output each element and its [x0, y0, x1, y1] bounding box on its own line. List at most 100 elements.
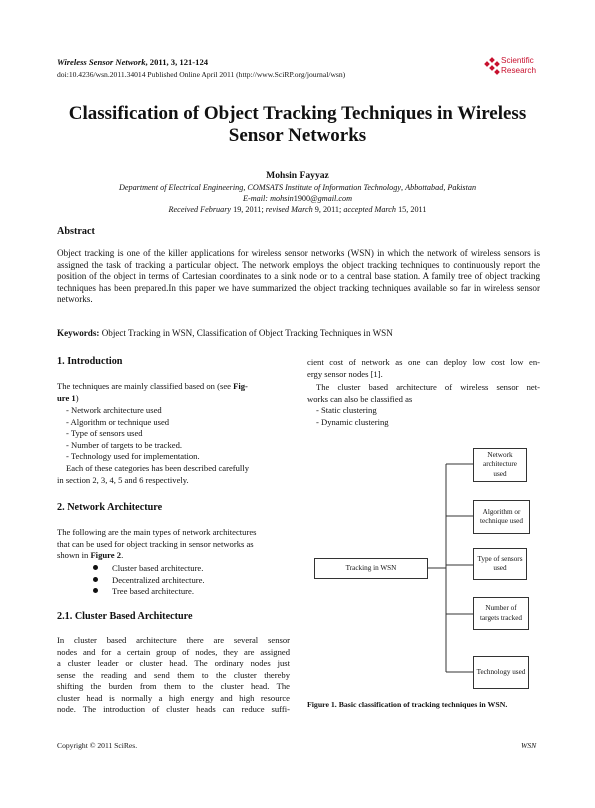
section-1-paragraph-1b: ure 1): [57, 393, 79, 405]
list-item: - Technology used for implementation.: [66, 451, 200, 462]
accepted-label: accepted March: [343, 205, 397, 214]
s2-line-2: that can be used for object tracking in …: [57, 538, 254, 549]
email-suffix: @gmail.com: [310, 194, 352, 203]
section-2-1-heading: 2.1. Cluster Based Architecture: [57, 611, 193, 622]
s2-line-3: shown in Figure 2.: [57, 550, 290, 562]
node-label: Technology used: [476, 667, 526, 676]
list-item: - Dynamic clustering: [316, 416, 389, 427]
revised-value: 9, 2011;: [312, 205, 344, 214]
cont-line-1: cient cost of network as one can deploy …: [307, 357, 540, 367]
list-item: - Static clustering: [316, 405, 377, 415]
node-label: Algorithm or technique used: [480, 507, 523, 525]
s21-line: nodes and for a certain group of nodes, …: [57, 646, 290, 657]
section-2-paragraph: The following are the main types of netw…: [57, 527, 290, 562]
s2-fig-ref: Figure 2: [90, 550, 122, 560]
section-1-heading: 1. Introduction: [57, 356, 123, 367]
email-prefix: E-mail: mohsin: [243, 194, 294, 203]
node-label: Type of sensors used: [477, 554, 523, 572]
s21-line: In cluster based architecture there are …: [57, 635, 290, 645]
author-name: Mohsin Fayyaz: [266, 170, 329, 181]
diagram-node-network: Network architecture used: [473, 448, 527, 482]
s1-text: The techniques are mainly classified bas…: [57, 381, 234, 391]
s21-line: cluster head is normally a high energy a…: [57, 692, 290, 703]
affiliation-country: , Pakistan: [443, 183, 477, 192]
doi-line: doi:10.4236/wsn.2011.34014 Published Onl…: [57, 70, 346, 79]
footer-journal-abbr: WSN: [521, 741, 537, 750]
s2-line-1: The following are the main types of netw…: [57, 527, 257, 537]
received-label: Received February: [168, 205, 232, 214]
abstract-heading: Abstract: [57, 226, 95, 237]
logo-line-2: Research: [501, 66, 537, 75]
bullet-item: Cluster based architecture.: [93, 563, 205, 575]
bullet-item: Tree based architecture.: [93, 586, 205, 598]
list-item: - Number of targets to be tracked.: [66, 439, 183, 450]
node-label: Network architecture used: [483, 450, 517, 478]
figure-1-caption: Figure 1. Basic classification of tracki…: [307, 700, 508, 709]
section-1-paragraph-1: The techniques are mainly classified bas…: [57, 381, 290, 393]
s21-line: a cluster leader or cluster head. The or…: [57, 658, 290, 668]
s21-line: sense the reading and send them to the c…: [57, 669, 290, 680]
diagram-node-targets: Number of targets tracked: [473, 597, 529, 630]
journal-name: Wireless Sensor Network: [57, 57, 146, 67]
section-2-1-paragraph: In cluster based architecture there are …: [57, 635, 290, 716]
diagram-node-algorithm: Algorithm or technique used: [473, 500, 530, 534]
abstract-text: Object tracking is one of the killer app…: [57, 248, 540, 305]
title-line-1: Classification of Object Tracking Techni…: [68, 103, 527, 124]
keywords: Keywords: Object Tracking in WSN, Classi…: [57, 328, 540, 338]
bullet-text: Decentralized architecture.: [112, 574, 205, 585]
section-1-list: - Network architecture used - Algorithm …: [66, 405, 200, 463]
received-value: 19, 2011;: [231, 205, 266, 214]
paper-title: Classification of Object Tracking Techni…: [40, 103, 555, 147]
bullet-text: Tree based architecture.: [112, 586, 195, 597]
cont-line-2: ergy sensor nodes [1].: [307, 368, 383, 379]
section-2-bullets: Cluster based architecture. Decentralize…: [93, 563, 205, 598]
clustering-list: - Static clustering - Dynamic clustering: [316, 405, 389, 428]
submission-dates: Received February 19, 2011; revised Marc…: [40, 205, 555, 214]
email-number: 1900: [293, 194, 311, 203]
section-2-heading: 2. Network Architecture: [57, 502, 163, 513]
diagram-root-node: Tracking in WSN: [314, 558, 428, 579]
logo-line-1: Scientific: [501, 56, 534, 65]
s21-line: node. The introduction of cluster heads …: [57, 704, 290, 714]
s1-fig-ref-b: ure 1: [57, 393, 76, 403]
section-1-paragraph-2b: in section 2, 3, 4, 5 and 6 respectively…: [57, 475, 189, 485]
bullet-dot-icon: [93, 576, 98, 582]
keywords-label: Keywords:: [57, 328, 100, 338]
affiliation-sep: ,: [401, 183, 406, 192]
journal-volume: , 2011, 3, 121-124: [145, 57, 209, 67]
bullet-dot-icon: [93, 565, 98, 570]
affiliation-city: Abbottabad: [405, 183, 444, 192]
publisher-logo-icon: [484, 57, 500, 75]
p2-line-2: works can also be classified as: [307, 393, 413, 404]
journal-citation: Wireless Sensor Network, 2011, 3, 121-12…: [57, 57, 208, 67]
section-1-paragraph-2a: Each of these categories has been descri…: [66, 463, 250, 473]
keywords-text: Object Tracking in WSN, Classification o…: [99, 328, 393, 338]
root-node-label: Tracking in WSN: [345, 563, 397, 572]
bullet-dot-icon: [93, 588, 98, 594]
title-line-2: Sensor Networks: [228, 125, 367, 146]
diagram-node-technology: Technology used: [473, 656, 529, 689]
s1-fig-ref-a: Fig-: [233, 381, 248, 391]
affiliation-dept: Department of Electrical Engineering, CO…: [118, 183, 401, 192]
right-column-paragraph-2: The cluster based architecture of wirele…: [307, 382, 540, 405]
author-email: E-mail: mohsin1900@gmail.com: [40, 194, 555, 203]
p2-line-1: The cluster based architecture of wirele…: [316, 382, 540, 392]
s1-close-paren: ): [75, 393, 79, 403]
bullet-item: Decentralized architecture.: [93, 575, 205, 587]
copyright-notice: Copyright © 2011 SciRes.: [57, 741, 138, 750]
list-item: - Type of sensors used: [66, 428, 143, 439]
list-item: - Algorithm or technique used: [66, 416, 170, 427]
publisher-logo-text: Scientific Research: [501, 56, 536, 76]
s21-line: shifting the burden from them to the clu…: [57, 681, 290, 691]
node-label: Number of targets tracked: [480, 604, 522, 622]
revised-label: revised March: [265, 205, 313, 214]
bullet-text: Cluster based architecture.: [112, 563, 204, 573]
s2-line-3-text: shown in: [57, 550, 91, 560]
affiliation: Department of Electrical Engineering, CO…: [40, 183, 555, 192]
list-item: - Network architecture used: [66, 405, 162, 415]
accepted-value: 15, 2011: [396, 205, 427, 214]
right-column-continuation: cient cost of network as one can deploy …: [307, 357, 540, 380]
diagram-node-sensors: Type of sensors used: [473, 548, 527, 580]
s2-line-3-period: .: [121, 550, 124, 560]
